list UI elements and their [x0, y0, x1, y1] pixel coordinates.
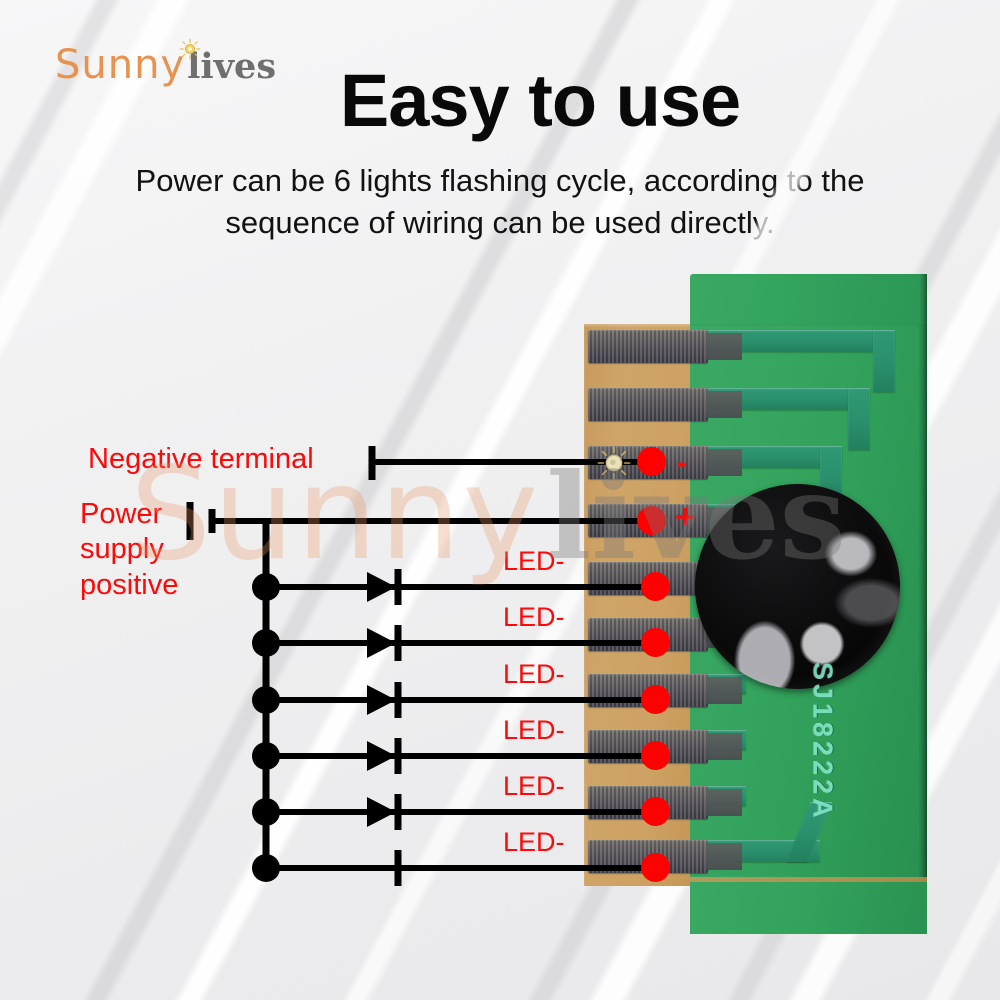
terminal-marker-plus: + [675, 498, 695, 536]
label-power-line-1: Power [80, 498, 163, 530]
connection-dot-led-3 [641, 685, 670, 714]
label-led-4: LED- [503, 715, 565, 745]
junction-dot [252, 798, 280, 826]
diode-symbol [367, 738, 402, 774]
label-led-5: LED- [503, 771, 565, 801]
connection-dot-led-5 [641, 797, 670, 826]
connection-dot-led-6 [641, 853, 670, 882]
page-title: Easy to use [339, 59, 741, 142]
connection-dot-led-1 [641, 572, 670, 601]
junction-dot [252, 629, 280, 657]
label-power-line-2: supply [80, 533, 164, 566]
subtitle-line-2: sequence of wiring can be used directly. [225, 204, 775, 240]
diode-symbols [367, 569, 402, 886]
sun-icon [179, 38, 201, 60]
junction-dot [252, 686, 280, 714]
junction-dot [252, 742, 280, 770]
epoxy-cob-blob [695, 484, 900, 689]
light-bulb-icon [597, 446, 631, 480]
junction-dot [252, 573, 280, 601]
brand-logo: Sunnylives [55, 38, 277, 88]
pcb-trace [873, 330, 895, 392]
subtitle-line-1: Power can be 6 lights flashing cycle, ac… [135, 163, 865, 198]
label-led-3: LED- [503, 659, 565, 689]
terminal-marker-minus: - [676, 444, 687, 480]
page-subtitle: Power can be 6 lights flashing cycle, ac… [90, 160, 910, 244]
pcb-contact-pad [588, 330, 742, 363]
pcb-contact-pad [588, 388, 742, 421]
brand-name-sunny: Sunny [55, 42, 186, 88]
junction-dots [252, 573, 280, 882]
diode-symbol [367, 625, 402, 661]
label-power-line-3: positive [80, 568, 179, 601]
diode-symbol [367, 682, 402, 718]
label-led-6: LED- [503, 827, 565, 857]
pcb-trace [848, 388, 870, 450]
diode-symbol [367, 569, 402, 605]
connection-dot-negative [637, 447, 666, 476]
pcb-board-photo: SJ18222A [570, 262, 950, 952]
connection-dot-led-2 [641, 628, 670, 657]
pcb-green-bottom-section [690, 882, 927, 934]
diode-symbol [367, 794, 402, 830]
connection-dot-positive [637, 506, 666, 535]
label-power-supply-positive: Power supply positive [80, 497, 178, 603]
label-led-2: LED- [503, 602, 565, 632]
label-led-1: LED- [503, 546, 565, 576]
junction-dot [252, 854, 280, 882]
connection-dot-led-4 [641, 741, 670, 770]
brand-name-lives: lives [187, 46, 277, 87]
label-negative-terminal: Negative terminal [88, 443, 314, 475]
